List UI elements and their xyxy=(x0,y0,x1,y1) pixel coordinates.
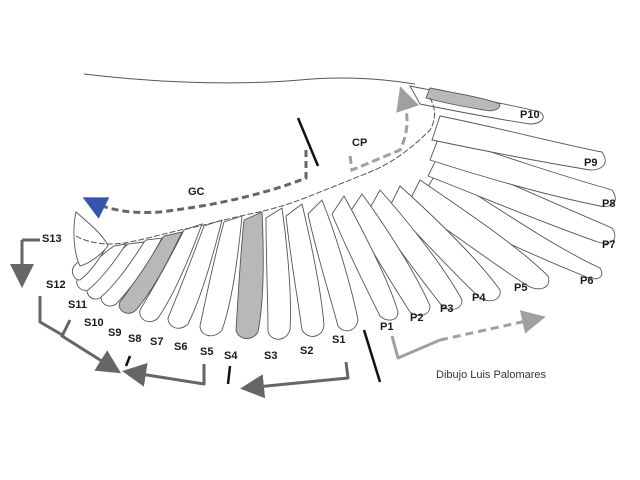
label-p10: P10 xyxy=(520,109,540,121)
secondary-feathers xyxy=(71,199,359,340)
feather-s1 xyxy=(307,199,359,332)
s5-s8-moult-arrow xyxy=(122,362,206,387)
divider-p1-s1 xyxy=(362,329,382,383)
cp-arrow xyxy=(348,86,420,173)
divider-s8-s9 xyxy=(124,355,132,367)
label-p8: P8 xyxy=(602,198,615,210)
label-s11: S11 xyxy=(68,299,87,311)
primaries-moult-arrow xyxy=(390,335,441,360)
label-p4: P4 xyxy=(472,292,486,304)
feather-p10-shaded xyxy=(425,87,501,112)
s1-s4-moult-arrow xyxy=(240,361,350,399)
feather-s4 xyxy=(235,211,264,339)
feather-s6 xyxy=(167,219,223,329)
feather-p9 xyxy=(431,115,606,171)
feather-s5 xyxy=(199,215,243,337)
label-s8: S8 xyxy=(128,333,141,345)
feather-labels: P10 P9 P8 P7 P6 P5 P4 P3 P2 P1 S1 S2 S3 … xyxy=(42,109,615,362)
label-s9: S9 xyxy=(108,327,121,339)
label-s1: S1 xyxy=(332,334,345,346)
feather-p1 xyxy=(331,195,399,321)
label-p9: P9 xyxy=(584,157,597,169)
primary-feathers xyxy=(331,85,616,321)
label-s6: S6 xyxy=(174,341,187,353)
credit-text: Dibujo Luis Palomares xyxy=(436,369,547,381)
label-gc: GC xyxy=(188,186,205,198)
feather-s13 xyxy=(73,211,109,267)
label-s2: S2 xyxy=(300,345,313,357)
feather-p4 xyxy=(389,185,501,302)
feather-p5 xyxy=(407,179,550,290)
wing-leading-edge xyxy=(83,73,416,85)
label-p6: P6 xyxy=(580,275,593,287)
divider-s4-s5 xyxy=(226,365,232,385)
primaries-moult-arrow-dashed xyxy=(439,310,546,342)
label-s10: S10 xyxy=(84,317,104,329)
label-p5: P5 xyxy=(514,282,527,294)
feather-s2 xyxy=(285,203,325,337)
label-s3: S3 xyxy=(264,350,277,362)
label-s12: S12 xyxy=(46,279,66,291)
feather-p8 xyxy=(429,133,616,207)
label-s13: S13 xyxy=(42,233,62,245)
label-s4: S4 xyxy=(224,350,238,362)
label-p2: P2 xyxy=(410,312,423,324)
feather-p7 xyxy=(427,151,616,244)
label-cp: CP xyxy=(352,137,367,149)
gc-arrow xyxy=(82,150,308,219)
label-s5: S5 xyxy=(200,346,213,358)
divider-coverts xyxy=(296,117,320,167)
coverts-edge xyxy=(75,97,435,245)
label-s7: S7 xyxy=(150,336,163,348)
label-p3: P3 xyxy=(440,303,453,315)
label-p1: P1 xyxy=(380,321,393,333)
s12-branch-arrow xyxy=(38,296,65,338)
feather-s3 xyxy=(265,207,291,340)
label-p7: P7 xyxy=(602,239,615,251)
